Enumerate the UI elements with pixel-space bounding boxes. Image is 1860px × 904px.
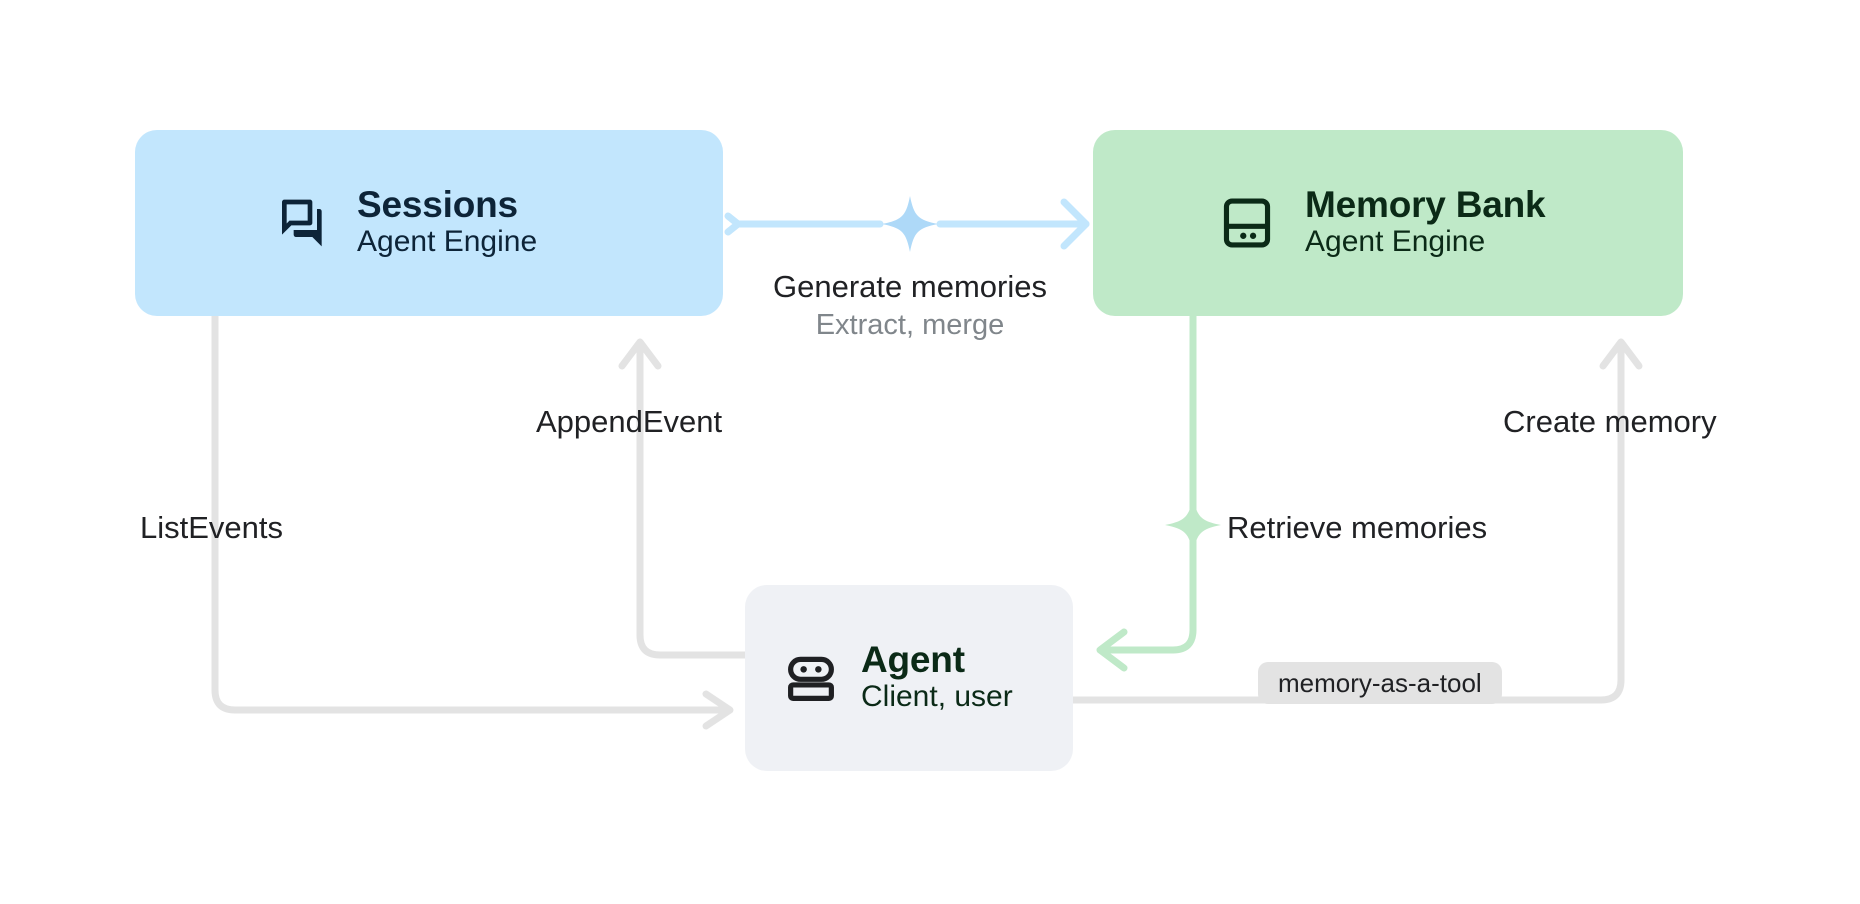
- edge-label-list-events: ListEvents: [140, 510, 284, 545]
- sparkle-icon: [882, 196, 938, 252]
- edge-create-memory-arrowhead: [1599, 338, 1643, 370]
- node-agent-title: Agent: [861, 639, 965, 681]
- sparkle-icon: [1165, 497, 1221, 553]
- edge-list-events-path: [211, 312, 726, 714]
- edge-label-create-memory: Create memory: [1503, 404, 1717, 439]
- edge-label-retrieve-memories: Retrieve memories: [1227, 510, 1488, 545]
- robot-icon: [785, 652, 837, 704]
- node-agent-subtitle: Client, user: [861, 680, 1013, 714]
- node-memory-bank-title: Memory Bank: [1305, 184, 1546, 226]
- edge-list-events-arrowhead: [702, 690, 734, 730]
- node-agent[interactable]: Agent Client, user: [745, 585, 1073, 771]
- edge-append-event-arrowhead: [618, 338, 662, 370]
- edge-label-append-event: AppendEvent: [536, 404, 723, 439]
- node-sessions[interactable]: Sessions Agent Engine: [135, 130, 723, 316]
- edge-append-event-path: [636, 346, 749, 659]
- node-sessions-subtitle: Agent Engine: [357, 225, 538, 259]
- edge-sublabel-generate-memories: Extract, merge: [815, 309, 1005, 341]
- node-sessions-title: Sessions: [357, 184, 518, 226]
- edge-retrieve-memories-path: [1101, 312, 1197, 654]
- node-agent-text: Agent Client, user: [861, 640, 1013, 716]
- node-memory-bank-text: Memory Bank Agent Engine: [1305, 184, 1546, 261]
- node-memory-bank[interactable]: Memory Bank Agent Engine: [1093, 130, 1683, 316]
- forum-icon: [275, 195, 331, 251]
- edge-label-generate-memories: Generate memories: [773, 269, 1047, 304]
- node-memory-bank-subtitle: Agent Engine: [1305, 225, 1486, 259]
- node-sessions-text: Sessions Agent Engine: [357, 185, 537, 261]
- edge-generate-memories-tail-chevron: [724, 212, 742, 236]
- edge-create-memory-path: [1069, 346, 1625, 704]
- badge-memory-as-a-tool: memory-as-a-tool: [1258, 662, 1502, 704]
- storage-icon: [1219, 195, 1275, 251]
- edge-retrieve-memories-arrowhead: [1096, 628, 1128, 672]
- edge-generate-memories-arrowhead: [1060, 198, 1090, 250]
